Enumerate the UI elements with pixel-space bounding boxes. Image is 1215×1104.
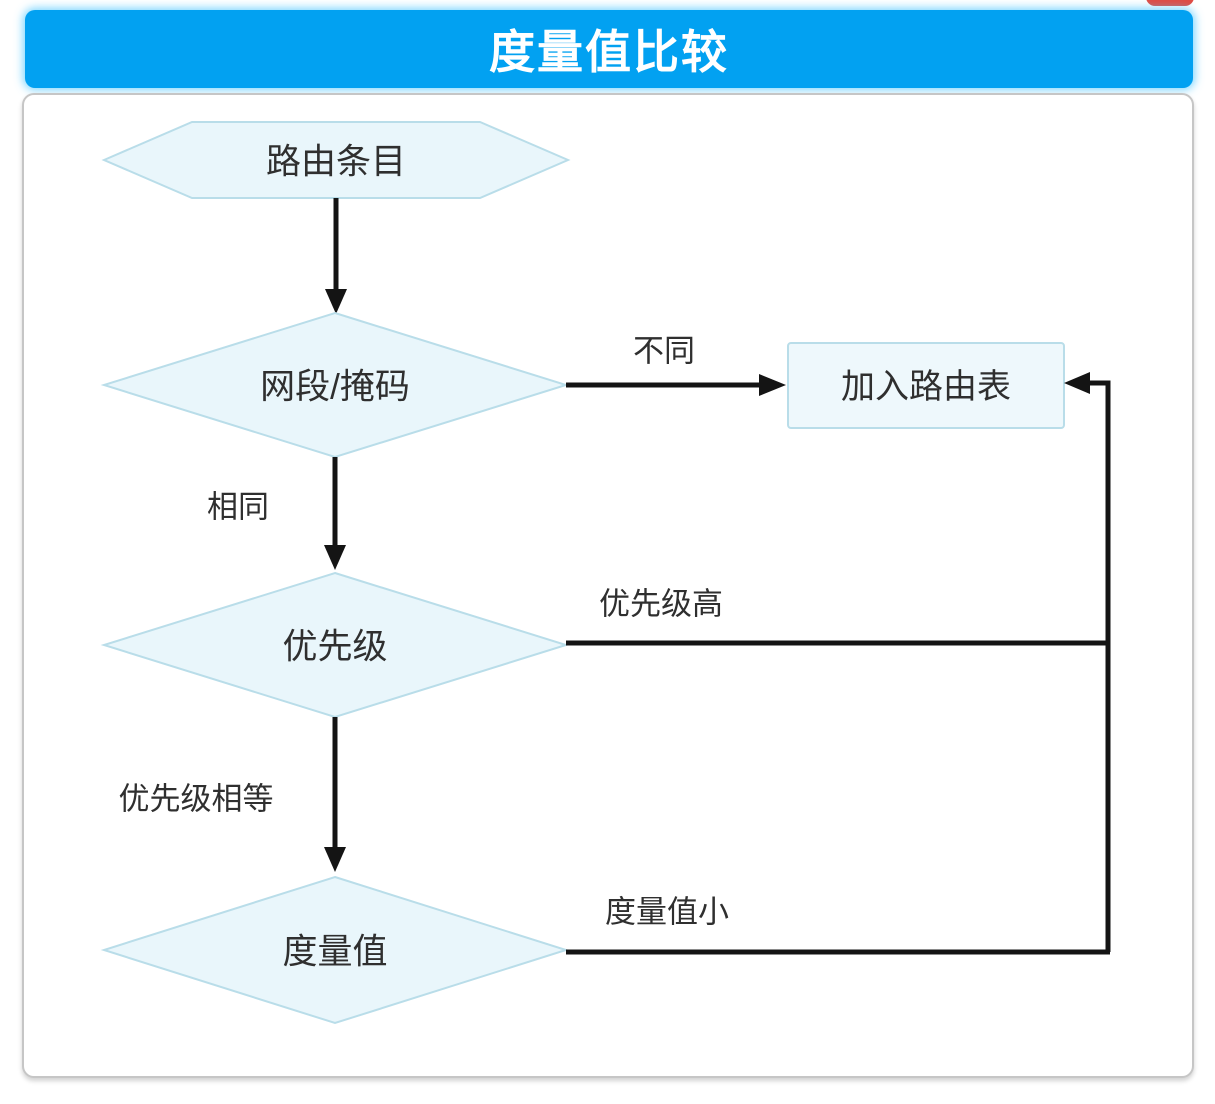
edge-return-to-box bbox=[1090, 380, 1111, 952]
rect-add-routing-table-label: 加入路由表 bbox=[841, 368, 1011, 406]
hexagon-route-entry bbox=[101, 121, 571, 199]
edge-label-different: 不同 bbox=[633, 334, 695, 369]
arrowhead-different bbox=[759, 374, 786, 396]
edge-label-metric-small: 度量值小 bbox=[605, 895, 729, 930]
rect-add-routing-table bbox=[787, 342, 1065, 429]
edge-label-same: 相同 bbox=[207, 490, 269, 525]
arrowhead-same bbox=[324, 545, 346, 570]
hexagon-route-entry-label: 路由条目 bbox=[266, 143, 406, 182]
arrowhead-priority-equal bbox=[324, 847, 346, 872]
diamond-segment-mask-label: 网段/掩码 bbox=[260, 368, 410, 407]
edge-label-priority-equal: 优先级相等 bbox=[119, 782, 274, 817]
title-bar: 度量值比较 bbox=[25, 10, 1193, 88]
diamond-metric bbox=[100, 875, 570, 1025]
edge-label-priority-high: 优先级高 bbox=[599, 587, 723, 622]
arrowhead-route-to-mask bbox=[325, 289, 347, 314]
page-title: 度量值比较 bbox=[489, 26, 729, 78]
arrowhead-return-to-box bbox=[1064, 372, 1090, 394]
top-right-red-fragment bbox=[1146, 0, 1194, 6]
diamond-metric-label: 度量值 bbox=[282, 933, 387, 972]
diamond-priority-label: 优先级 bbox=[282, 628, 387, 667]
